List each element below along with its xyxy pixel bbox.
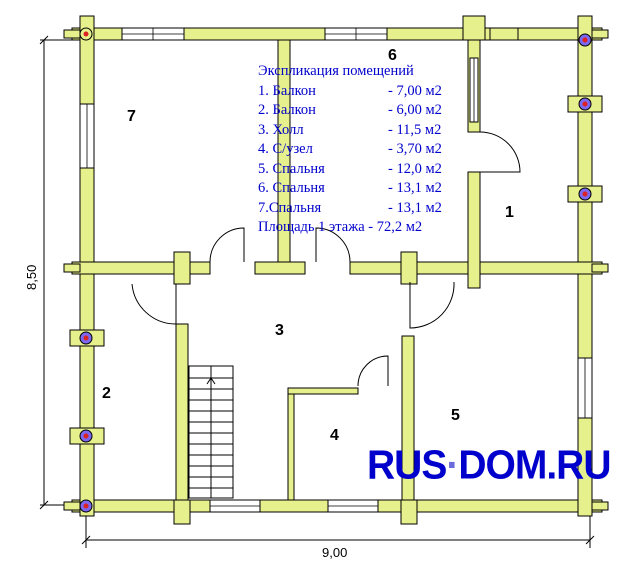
explication-row: 6. Спальня - 13,1 м2	[258, 179, 442, 199]
explication-row-value: - 3,70 м2	[388, 141, 442, 157]
explication-row-value: - 11,5 м2	[388, 121, 442, 138]
explication-total: Площадь 1 этажа - 72,2 м2	[258, 219, 423, 235]
room-label-1: 1	[505, 204, 514, 221]
room-label-5: 5	[451, 407, 460, 424]
explication-row-label: 1. Балкон	[258, 82, 316, 99]
explication-row-label: 7.Спальня	[258, 199, 322, 216]
explication-row-value: - 13,1 м2	[388, 199, 442, 216]
room-label-2: 2	[102, 385, 111, 402]
dimension-width: 9,00	[322, 545, 347, 560]
explication-row: 4. С/узел - 3,70 м2	[258, 140, 442, 160]
explication-row-label: 3. Холл	[258, 121, 304, 138]
explication-row-value: - 13,1 м2	[388, 180, 442, 196]
room-label-6: 6	[388, 47, 397, 64]
watermark-part: DOM	[458, 442, 547, 489]
explication-row: 7.Спальня - 13,1 м2	[258, 199, 442, 219]
watermark-logo: RUS·DOM.RU	[367, 442, 612, 489]
room-label-7: 7	[127, 108, 136, 125]
windows	[79, 27, 593, 513]
explication-row: 5. Спальня - 12,0 м2	[258, 160, 442, 180]
explication-title: Экспликация помещений	[258, 63, 414, 79]
explication-row-label: 4. С/узел	[258, 141, 313, 157]
watermark-part: .RU	[546, 442, 611, 489]
explication-row-label: 6. Спальня	[258, 180, 325, 196]
posts	[79, 27, 592, 513]
explication-row: 3. Холл - 11,5 м2	[258, 121, 442, 141]
watermark-part: RUS	[367, 442, 447, 489]
explication-row-value: - 12,0 м2	[388, 160, 442, 177]
explication-row: 2. Балкон - 6,00 м2	[258, 101, 442, 121]
room-explication: Экспликация помещений 1. Балкон - 7,00 м2…	[258, 62, 442, 238]
explication-row-label: 2. Балкон	[258, 102, 316, 118]
explication-row-value: - 7,00 м2	[388, 82, 442, 99]
room-label-3: 3	[275, 322, 284, 339]
room-label-4: 4	[330, 427, 339, 444]
explication-row-value: - 6,00 м2	[388, 102, 442, 118]
doors	[131, 131, 521, 387]
dimension-height: 8,50	[24, 265, 39, 290]
staircase	[188, 365, 234, 499]
watermark-dot: ·	[446, 442, 459, 489]
explication-row-label: 5. Спальня	[258, 160, 325, 177]
dimension-lines	[39, 35, 595, 548]
explication-row: 1. Балкон - 7,00 м2	[258, 82, 442, 102]
